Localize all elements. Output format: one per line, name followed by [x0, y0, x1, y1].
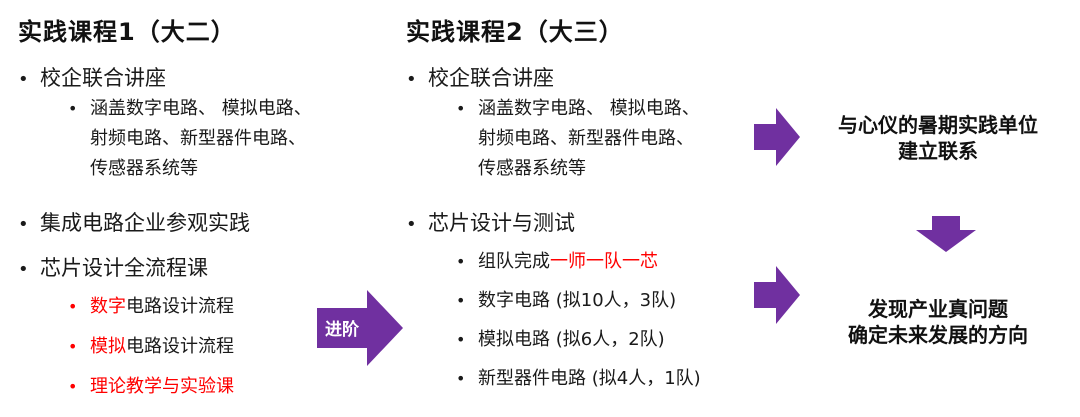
advance-arrow-shape	[317, 290, 403, 366]
arrow-right-icon	[754, 108, 800, 166]
middle-lecture-detail-line-3: 传感器系统等	[478, 158, 586, 179]
sub-bullet: •	[68, 99, 78, 118]
middle-chip-test-sub-3-text: 模拟电路 (拟6人，2队)	[478, 329, 665, 350]
middle-lecture-detail-line-1: 涵盖数字电路、 模拟电路、	[478, 98, 700, 119]
left-lecture-detail: • 涵盖数字电路、 模拟电路、 射频电路、新型器件电路、 传感器系统等	[68, 94, 312, 184]
arrow-right-shape	[754, 266, 800, 324]
middle-chip-test-sub-1-text: 组队完成	[478, 251, 550, 272]
sub-bullet: •	[68, 297, 78, 316]
left-chip-course-sub-2: • 模拟电路设计流程	[68, 332, 234, 362]
middle-chip-test-sub-4-text: 新型器件电路 (拟4人，1队)	[478, 368, 701, 389]
left-chip-course-sub-2-rest: 电路设计流程	[126, 336, 234, 357]
middle-lecture-detail-line-2: 射频电路、新型器件电路、	[478, 128, 694, 149]
bullet: •	[406, 214, 417, 235]
result-industry-direction: 发现产业真问题 确定未来发展的方向	[808, 296, 1068, 348]
bullet: •	[18, 214, 29, 235]
left-item-chip-course: • 芯片设计全流程课	[18, 252, 208, 282]
middle-chip-test-sub-1: • 组队完成一师一队一芯	[456, 247, 658, 277]
middle-chip-test-sub-4: • 新型器件电路 (拟4人，1队)	[456, 364, 701, 394]
result-internship-contact-line-2: 建立联系	[898, 139, 978, 163]
sub-bullet: •	[456, 369, 466, 388]
left-chip-course-sub-1: • 数字电路设计流程	[68, 292, 234, 322]
sub-bullet: •	[456, 252, 466, 271]
sub-bullet: •	[456, 291, 466, 310]
bullet: •	[406, 69, 417, 90]
middle-column-title: 实践课程2（大三）	[406, 18, 624, 46]
left-item-company-visit-label: 集成电路企业参观实践	[40, 211, 250, 235]
middle-chip-test-sub-2-text: 数字电路 (拟10人，3队)	[478, 290, 677, 311]
left-lecture-detail-line-3: 传感器系统等	[90, 158, 198, 179]
left-item-company-visit: • 集成电路企业参观实践	[18, 207, 250, 237]
arrow-right-shape	[754, 108, 800, 166]
left-chip-course-sub-1-rest: 电路设计流程	[126, 296, 234, 317]
left-chip-course-sub-1-red: 数字	[90, 296, 126, 317]
result-industry-direction-line-1: 发现产业真问题	[868, 297, 1008, 321]
middle-item-lecture: • 校企联合讲座	[406, 62, 554, 92]
middle-lecture-detail: • 涵盖数字电路、 模拟电路、 射频电路、新型器件电路、 传感器系统等	[456, 94, 700, 184]
arrow-down-icon	[916, 216, 976, 252]
left-item-chip-course-label: 芯片设计全流程课	[40, 256, 208, 280]
bullet: •	[18, 259, 29, 280]
middle-item-lecture-label: 校企联合讲座	[428, 66, 554, 90]
advance-arrow-label: 进阶	[325, 319, 360, 340]
left-chip-course-sub-2-red: 模拟	[90, 336, 126, 357]
sub-bullet: •	[456, 99, 466, 118]
result-internship-contact: 与心仪的暑期实践单位 建立联系	[808, 112, 1068, 164]
middle-chip-test-sub-3: • 模拟电路 (拟6人，2队)	[456, 325, 665, 355]
sub-bullet: •	[68, 377, 78, 396]
left-column-title: 实践课程1（大二）	[18, 18, 236, 46]
middle-chip-test-sub-1-red: 一师一队一芯	[550, 251, 658, 272]
arrow-right-icon	[754, 266, 800, 324]
left-chip-course-sub-3-red: 理论教学与实验课	[90, 376, 234, 397]
left-lecture-detail-line-1: 涵盖数字电路、 模拟电路、	[90, 98, 312, 119]
left-chip-course-sub-3: • 理论教学与实验课	[68, 372, 234, 402]
middle-item-chip-test: • 芯片设计与测试	[406, 207, 575, 237]
sub-bullet: •	[68, 337, 78, 356]
left-item-lecture: • 校企联合讲座	[18, 62, 166, 92]
advance-arrow: 进阶	[317, 290, 403, 366]
bullet: •	[18, 69, 29, 90]
result-industry-direction-line-2: 确定未来发展的方向	[848, 323, 1028, 347]
middle-chip-test-sub-2: • 数字电路 (拟10人，3队)	[456, 286, 676, 316]
left-item-lecture-label: 校企联合讲座	[40, 66, 166, 90]
middle-item-chip-test-label: 芯片设计与测试	[428, 211, 575, 235]
arrow-down-shape	[916, 216, 976, 252]
sub-bullet: •	[456, 330, 466, 349]
left-lecture-detail-line-2: 射频电路、新型器件电路、	[90, 128, 306, 149]
result-internship-contact-line-1: 与心仪的暑期实践单位	[838, 113, 1038, 137]
